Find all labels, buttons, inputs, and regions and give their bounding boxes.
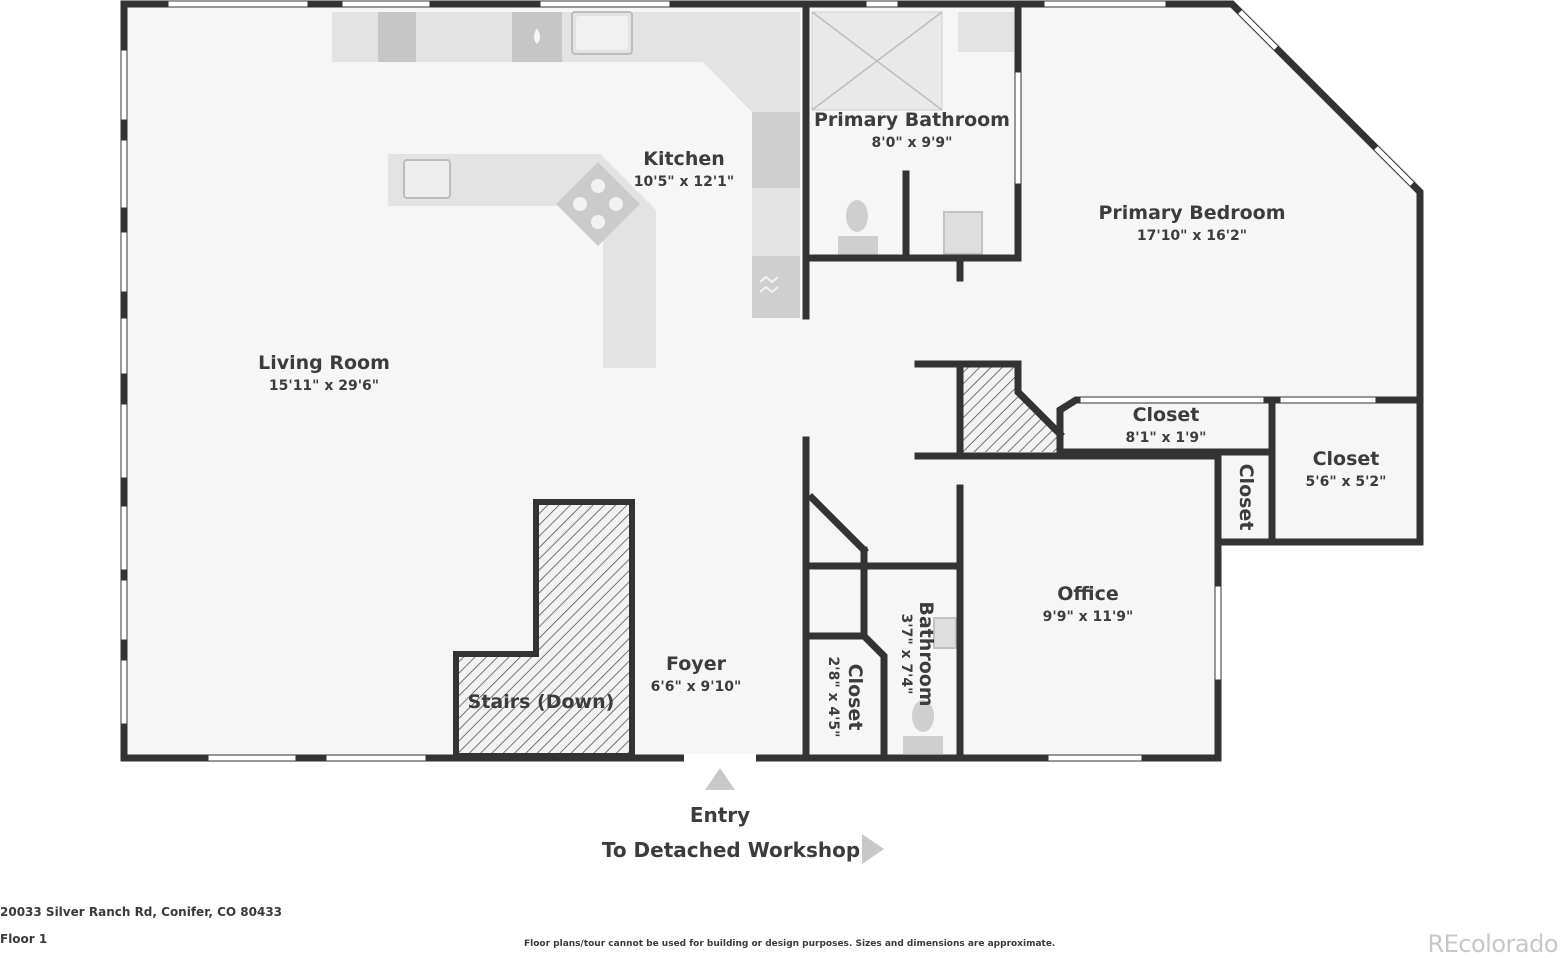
stairs-name: Stairs (Down) [468,691,615,713]
closet-d-name: Closet [844,664,866,731]
entry-arrow-icon [705,768,735,790]
workshop-label: To Detached Workshop [602,838,860,862]
living-room-name: Living Room [258,352,390,374]
closet-b-dims: 5'6" x 5'2" [1306,474,1387,490]
foyer-dims: 6'6" x 9'10" [651,679,742,695]
address-text: 20033 Silver Ranch Rd, Conifer, CO 80433 [0,905,283,919]
kitchen-appliances [378,11,800,318]
brand-logo: REcolorado [1427,930,1558,958]
office-dims: 9'9" x 11'9" [1043,609,1134,625]
foyer-name: Foyer [666,653,727,675]
entry-door [684,754,756,762]
windows [120,0,1377,762]
primary-bathroom-dims: 8'0" x 9'9" [872,135,953,151]
living-room-dims: 15'11" x 29'6" [269,378,379,394]
closet-d-dims: 2'8" x 4'5" [825,657,841,738]
office-name: Office [1057,583,1119,605]
closet-c-name: Closet [1235,464,1257,531]
primary-bedroom-dims: 17'10" x 16'2" [1137,228,1247,244]
bathroom-fixtures [811,11,983,754]
bathroom-name: Bathroom [915,601,937,706]
closet-b-name: Closet [1313,448,1380,470]
kitchen-name: Kitchen [643,148,725,170]
closet-a-name: Closet [1133,404,1200,426]
primary-bedroom-name: Primary Bedroom [1098,202,1285,224]
bathroom-dims: 3'7" x 7'4" [898,614,914,695]
chase-hatch [962,364,1060,452]
kitchen-dims: 10'5" x 12'1" [634,174,734,190]
primary-bathroom-name: Primary Bathroom [814,109,1010,131]
disclaimer-text: Floor plans/tour cannot be used for buil… [524,939,1056,949]
floor-label: Floor 1 [0,932,48,946]
workshop-arrow-icon [862,834,884,864]
floor-plan: Living Room 15'11" x 29'6" Kitchen 10'5"… [120,0,1424,864]
closet-a-dims: 8'1" x 1'9" [1126,430,1207,446]
entry-label: Entry [690,803,750,827]
